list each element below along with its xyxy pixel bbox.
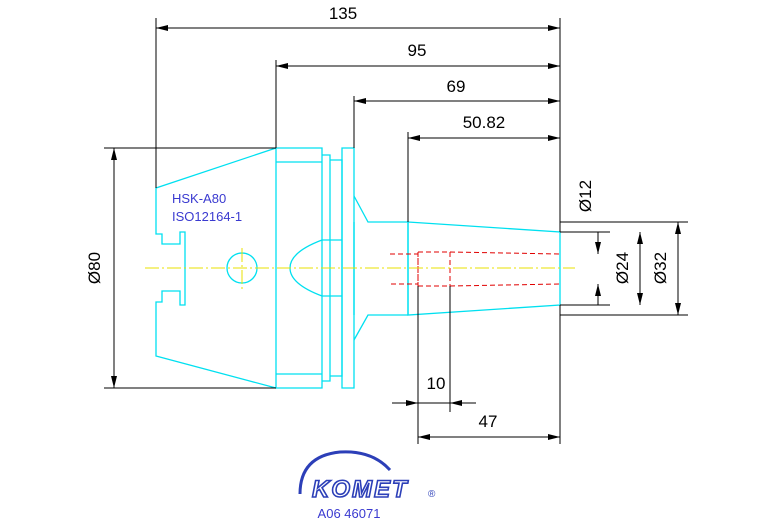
dim-diameter-80: Ø80 <box>85 252 104 284</box>
dim-diameter-24: Ø24 <box>613 252 632 284</box>
dim-10: 10 <box>427 374 446 393</box>
interface-label-line2: ISO12164-1 <box>172 209 242 224</box>
dim-135: 135 <box>329 4 357 23</box>
dim-diameter-32: Ø32 <box>651 252 670 284</box>
komet-logo: KOMET ® <box>298 450 436 504</box>
dim-69: 69 <box>447 77 466 96</box>
dim-95: 95 <box>408 41 427 60</box>
dim-50-82: 50.82 <box>463 113 506 132</box>
dim-47: 47 <box>479 412 498 431</box>
dim-diameter-12: Ø12 <box>576 180 595 212</box>
logo-registered-mark: ® <box>428 489 436 500</box>
logo-brand: KOMET <box>312 476 409 503</box>
dimension-lines <box>104 18 688 444</box>
logo-arc-icon <box>298 450 392 495</box>
part-number: A06 46071 <box>318 506 381 521</box>
interface-label-line1: HSK-A80 <box>172 191 226 206</box>
hidden-bore <box>390 251 561 287</box>
